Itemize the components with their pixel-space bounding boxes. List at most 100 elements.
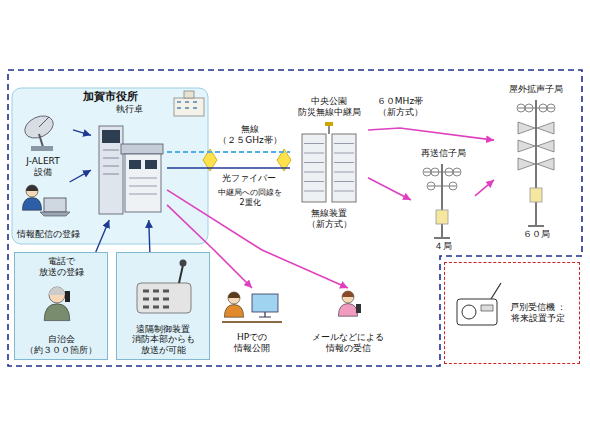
- icon: [91, 104, 167, 220]
- city-hall-building: [174, 91, 204, 116]
- rack-shelf: [304, 162, 324, 163]
- relay-antenna-box: [325, 122, 333, 126]
- rack-shelf: [304, 153, 324, 154]
- console-panel-lines: [103, 150, 119, 174]
- loudspeaker-horn: [537, 122, 554, 134]
- ring-antenna: [517, 104, 525, 112]
- node-title: メールなどによる 情報の受信: [308, 332, 388, 354]
- satellite-dish: [21, 112, 57, 143]
- dish-stand: [39, 134, 43, 147]
- city-hall-box: 加賀市役所執行卓 J-ALERT 設備情報配信の登録: [11, 88, 209, 244]
- note-box: 中継局への回線を 2重化: [216, 188, 284, 207]
- person-hair: [26, 185, 38, 191]
- rack-shelf: [334, 153, 354, 154]
- connector: [167, 151, 290, 153]
- tower-crossbar: [428, 186, 456, 187]
- icon-group: [302, 122, 356, 202]
- icon: [411, 148, 475, 252]
- pc-stand: [259, 312, 271, 317]
- tower-base: [528, 225, 544, 227]
- laptop-screen: [44, 198, 66, 212]
- city-hall-panel: [12, 88, 208, 244]
- icon: [494, 84, 578, 240]
- rack-shelf: [304, 181, 324, 182]
- person-head: [228, 292, 240, 304]
- loudspeaker-horn: [518, 158, 535, 170]
- ring-antenna: [449, 182, 457, 190]
- person-head: [26, 185, 38, 197]
- console-desk-top: [121, 144, 163, 154]
- icon-group: [22, 185, 70, 216]
- connector: [73, 130, 91, 136]
- node-text: 自治会 （約３００箇所）: [21, 334, 101, 356]
- ring-antenna: [547, 104, 555, 112]
- loudspeaker-horn: [518, 140, 535, 152]
- console-cabinet: [99, 126, 123, 214]
- icon-group: [21, 112, 57, 151]
- console-drawers: [129, 178, 157, 194]
- rack-shelf: [334, 143, 354, 144]
- icon-group: [222, 292, 282, 322]
- node-text: 無線装置 （新方式）: [304, 208, 354, 230]
- neighborhood-box: 電話で 放送の登録自治会 （約３００箇所）: [14, 252, 108, 360]
- dish-base: [31, 146, 53, 151]
- node-title: 加賀市役所: [15, 90, 205, 103]
- connector: [149, 220, 150, 252]
- connector: [475, 180, 494, 196]
- node-title: 執行卓: [94, 104, 164, 115]
- mail-reception: メールなどによる 情報の受信: [300, 288, 396, 354]
- node-title: 遠隔制御装置 消防本部からも 放送が可能: [127, 324, 199, 356]
- rack-shelf: [334, 191, 354, 192]
- desk: [222, 321, 282, 323]
- radio-antenna: [491, 283, 501, 299]
- ring-antenna: [445, 168, 453, 176]
- edge-label-box: 無線 （２５GHz帯）: [218, 124, 282, 146]
- operator: 情報配信の登録: [12, 182, 84, 240]
- connector: [70, 170, 91, 182]
- building-body: [174, 98, 204, 116]
- node-title: 中央公園 防災無線中継局: [296, 96, 362, 118]
- radio-dial: [481, 305, 493, 311]
- edge-label: 無線 （２５GHz帯）: [218, 124, 282, 146]
- node-text: ４局: [423, 241, 463, 252]
- person-body: [338, 304, 357, 317]
- ring-antenna: [431, 168, 439, 176]
- pc-monitor: [252, 294, 278, 312]
- equipment-box: [530, 188, 542, 202]
- node-title: 屋外拡声子局: [501, 84, 571, 95]
- node-text: ６０局: [516, 229, 556, 240]
- connector: [96, 220, 109, 252]
- microphone-head: [180, 260, 187, 267]
- rack-shelf: [304, 172, 324, 173]
- loudspeaker-horn: [537, 140, 554, 152]
- ring-antenna: [423, 168, 431, 176]
- edge-label-box: ６０MHz帯 （新方式）: [372, 96, 428, 118]
- tower-pole: [535, 100, 537, 226]
- web-publication: HPでの 情報公開: [214, 288, 290, 354]
- j-alert-equipment: J-ALERT 設備: [13, 112, 73, 178]
- equipment-box: [436, 210, 448, 224]
- node-title: 電話で 放送の登録: [36, 256, 86, 278]
- telephone-handset: [65, 291, 70, 302]
- retransmit-station: 再送信子局 ４局: [411, 148, 475, 252]
- person-head: [342, 291, 354, 303]
- console-screen: [145, 160, 157, 169]
- laptop-base: [40, 212, 70, 216]
- node-title: 戸別受信機 ：将来設置予定: [503, 302, 573, 324]
- rack-shelf: [304, 191, 324, 192]
- home-receiver-box: 戸別受信機 ：将来設置予定: [444, 262, 580, 364]
- equipment-rack: [332, 134, 356, 202]
- mobile-phone: [356, 304, 361, 313]
- connector: [368, 128, 494, 140]
- service-area-outline: [8, 70, 582, 366]
- icon-group: [99, 126, 163, 214]
- person-hair: [49, 287, 65, 295]
- rack-shelf: [304, 143, 324, 144]
- node-title: 再送信子局: [413, 148, 473, 159]
- ring-antenna: [453, 168, 461, 176]
- dish-feed: [39, 117, 49, 127]
- remote-console-body: [137, 283, 191, 313]
- edge-label-box: 光ファイバー: [218, 173, 280, 184]
